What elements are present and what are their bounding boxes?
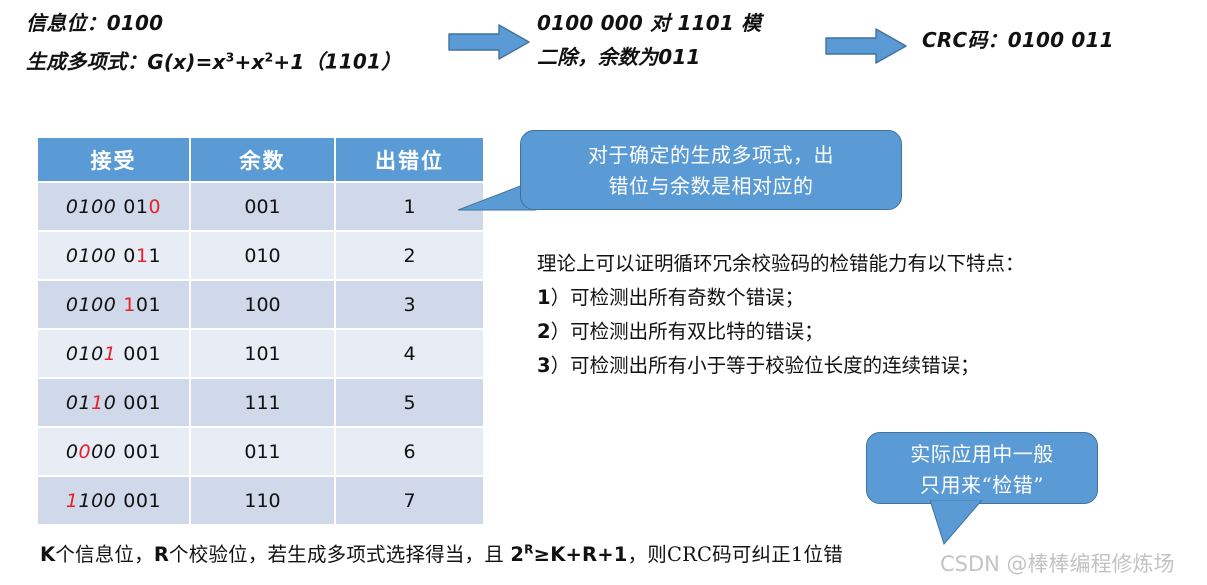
- cell-received: 0100 101: [36, 279, 191, 330]
- generator-polynomial-binary: （1101）: [304, 49, 402, 74]
- bottom-text-3: ，则CRC码可纠正1位错: [627, 543, 843, 566]
- callout-2-line-2: 只用来“检错”: [920, 473, 1044, 497]
- cell-received: 1100 001: [36, 475, 191, 526]
- right-block-arrow-icon: [448, 24, 530, 60]
- cell-error-position: 2: [334, 230, 485, 281]
- cell-remainder: 001: [189, 181, 336, 232]
- item-2-text: ）可检测出所有双比特的错误；: [550, 320, 824, 343]
- watermark: CSDN @棒棒编程修炼场: [940, 552, 1175, 576]
- cell-received: 0000 001: [36, 426, 191, 477]
- generator-polynomial-label: 生成多项式：: [26, 49, 148, 74]
- cell-remainder: 010: [189, 230, 336, 281]
- received-prefix: 0101: [65, 342, 117, 365]
- cell-error-position: 3: [334, 279, 485, 330]
- column-header-received: 接受: [36, 136, 191, 183]
- column-header-error-position: 出错位: [334, 136, 485, 183]
- formula-exponent-2: 2: [264, 49, 274, 64]
- bottom-text-2: 个校验位，若生成多项式选择得当，且: [169, 543, 511, 566]
- crc-properties-paragraph: 理论上可以证明循环冗余校验码的检错能力有以下特点： 1）可检测出所有奇数个错误；…: [537, 247, 1025, 383]
- callout-line-2: 错位与余数是相对应的: [608, 174, 814, 198]
- item-3-text: ）可检测出所有小于等于校验位长度的连续错误；: [550, 354, 980, 377]
- formula-tail: +1: [273, 49, 305, 74]
- bottom-power-base: 2: [510, 543, 525, 566]
- received-prefix: 0100: [65, 195, 117, 218]
- modulo-division-block: 0100 000 对 1101 模 二除，余数为011: [537, 6, 761, 74]
- formula-exponent-1: 3: [225, 49, 235, 64]
- cell-received: 0110 001: [36, 377, 191, 428]
- table-header-row: 接受 余数 出错位: [36, 136, 485, 183]
- cell-received: 0100 011: [36, 230, 191, 281]
- bottom-inequality: 2R≥K+R+1: [510, 542, 628, 567]
- info-bits-block: 信息位：0100 生成多项式：G(x)=x3+x2+1（1101）: [26, 6, 401, 79]
- cell-error-position: 4: [334, 328, 485, 379]
- paragraph-intro: 理论上可以证明循环冗余校验码的检错能力有以下特点：: [537, 252, 1025, 275]
- generator-polynomial-line: 生成多项式：G(x)=x3+x2+1（1101）: [26, 40, 401, 79]
- item-1-number: 1: [537, 286, 551, 309]
- item-2-number: 2: [537, 320, 551, 343]
- right-block-arrow-icon: [825, 28, 907, 64]
- paragraph-item-1: 1）可检测出所有奇数个错误；: [537, 281, 1025, 315]
- received-prefix: 1100: [65, 489, 117, 512]
- received-suffix: 011: [123, 244, 162, 267]
- received-suffix: 101: [123, 293, 162, 316]
- cell-remainder: 110: [189, 475, 336, 526]
- callout-line-1: 对于确定的生成多项式，出: [588, 143, 834, 167]
- received-suffix: 010: [123, 195, 162, 218]
- cell-error-position: 1: [334, 181, 485, 232]
- item-1-text: ）可检测出所有奇数个错误；: [550, 286, 805, 309]
- received-prefix: 0100: [65, 244, 117, 267]
- generator-polynomial-formula: G(x)=x3+x2+1: [147, 49, 305, 74]
- bottom-k-symbol: K: [40, 543, 56, 566]
- cell-received: 0101 001: [36, 328, 191, 379]
- callout-practical-use: 实际应用中一般 只用来“检错”: [866, 432, 1098, 504]
- received-suffix: 001: [123, 391, 162, 414]
- cell-remainder: 011: [189, 426, 336, 477]
- bottom-summary-line: K个信息位，R个校验位，若生成多项式选择得当，且 2R≥K+R+1，则CRC码可…: [40, 538, 843, 567]
- paragraph-item-2: 2）可检测出所有双比特的错误；: [537, 315, 1025, 349]
- info-bits-line: 信息位：0100: [26, 11, 164, 35]
- received-prefix: 0000: [65, 440, 117, 463]
- received-prefix: 0100: [65, 293, 117, 316]
- callout-2-line-1: 实际应用中一般: [910, 442, 1054, 466]
- cell-remainder: 111: [189, 377, 336, 428]
- cell-received: 0100 010: [36, 181, 191, 232]
- column-header-remainder: 余数: [189, 136, 336, 183]
- bottom-power-exponent: R: [524, 542, 534, 557]
- callout-correspondence: 对于确定的生成多项式，出 错位与余数是相对应的: [520, 130, 902, 210]
- formula-mid: +x: [234, 49, 265, 74]
- bottom-text-1: 个信息位，: [55, 543, 154, 566]
- modulo-division-line-2: 二除，余数为011: [537, 45, 701, 69]
- cell-error-position: 6: [334, 426, 485, 477]
- received-prefix: 0110: [65, 391, 117, 414]
- bottom-inequality-text: ≥K+R+1: [533, 543, 628, 566]
- modulo-division-line-1: 0100 000 对 1101 模: [537, 11, 762, 35]
- received-suffix: 001: [123, 489, 162, 512]
- cell-remainder: 101: [189, 328, 336, 379]
- cell-error-position: 7: [334, 475, 485, 526]
- callout-tail-down-icon: [930, 500, 983, 546]
- cell-error-position: 5: [334, 377, 485, 428]
- item-3-number: 3: [537, 354, 551, 377]
- bottom-r-symbol: R: [153, 543, 170, 566]
- formula-lead: G(x)=x: [147, 49, 226, 74]
- crc-code-result: CRC码：0100 011: [922, 28, 1114, 52]
- cell-remainder: 100: [189, 279, 336, 330]
- received-suffix: 001: [123, 440, 162, 463]
- paragraph-item-3: 3）可检测出所有小于等于校验位长度的连续错误；: [537, 349, 1025, 383]
- received-suffix: 001: [123, 342, 162, 365]
